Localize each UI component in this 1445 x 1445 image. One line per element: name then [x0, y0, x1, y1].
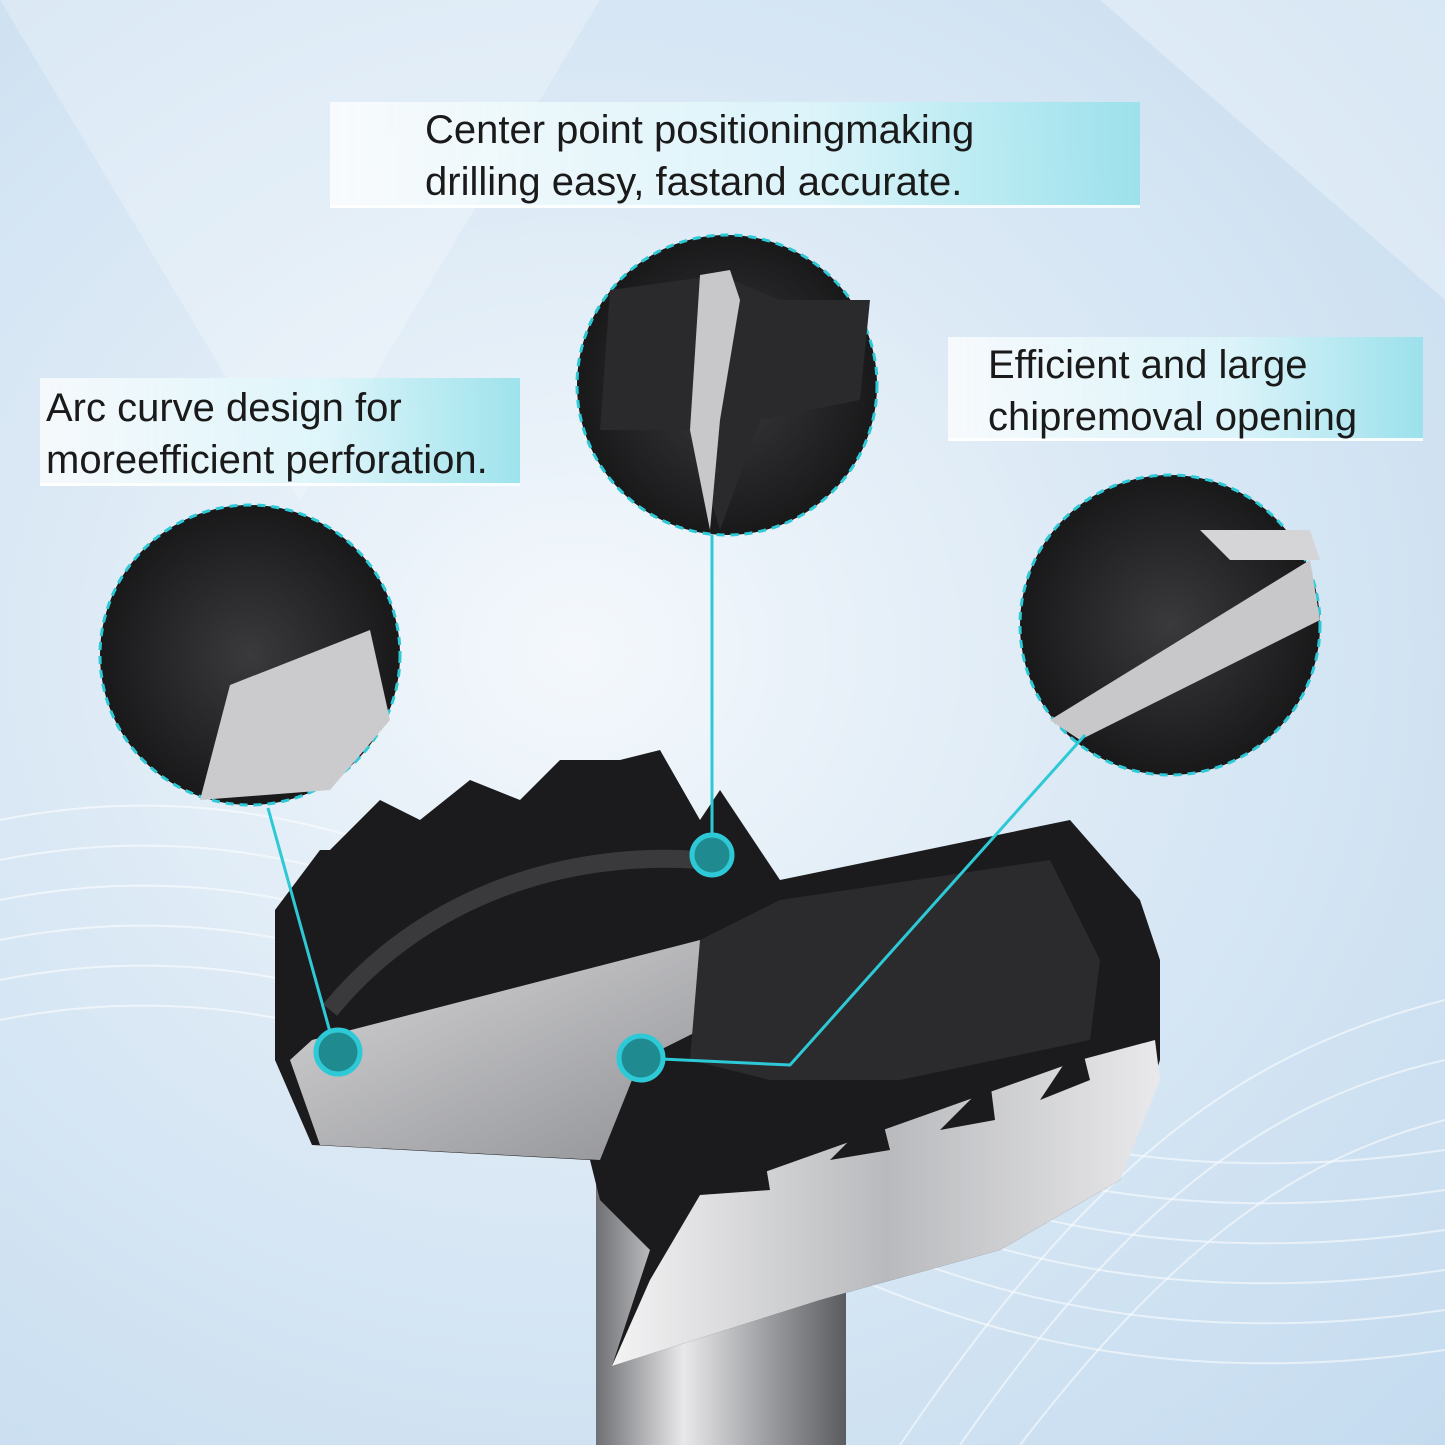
marker-arc-curve	[313, 1027, 363, 1077]
marker-center-point	[689, 832, 735, 878]
leader-line-arc	[266, 807, 337, 1051]
callout-arc-curve-line1: Arc curve design for	[46, 386, 402, 430]
zoom-circle-center-point	[575, 233, 879, 537]
callout-center-point-line1: Center point positioningmaking	[425, 108, 975, 152]
callout-center-point: Center point positioningmaking drilling …	[330, 102, 1140, 208]
zoom-circle-chip-removal	[1018, 473, 1322, 777]
leader-line-chip	[639, 734, 1087, 1067]
callout-arc-curve: Arc curve design for moreefficient perfo…	[40, 378, 520, 486]
zoom-circle-arc-curve	[98, 503, 402, 807]
callout-chip-removal: Efficient and large chipremoval opening	[948, 337, 1423, 441]
callout-chip-removal-line1: Efficient and large	[988, 343, 1308, 387]
marker-chip-removal	[616, 1033, 666, 1083]
callout-center-point-line2: drilling easy, fastand accurate.	[425, 160, 963, 204]
callout-chip-removal-line2: chipremoval opening	[988, 395, 1358, 439]
callout-arc-curve-line2: moreefficient perforation.	[46, 438, 488, 482]
